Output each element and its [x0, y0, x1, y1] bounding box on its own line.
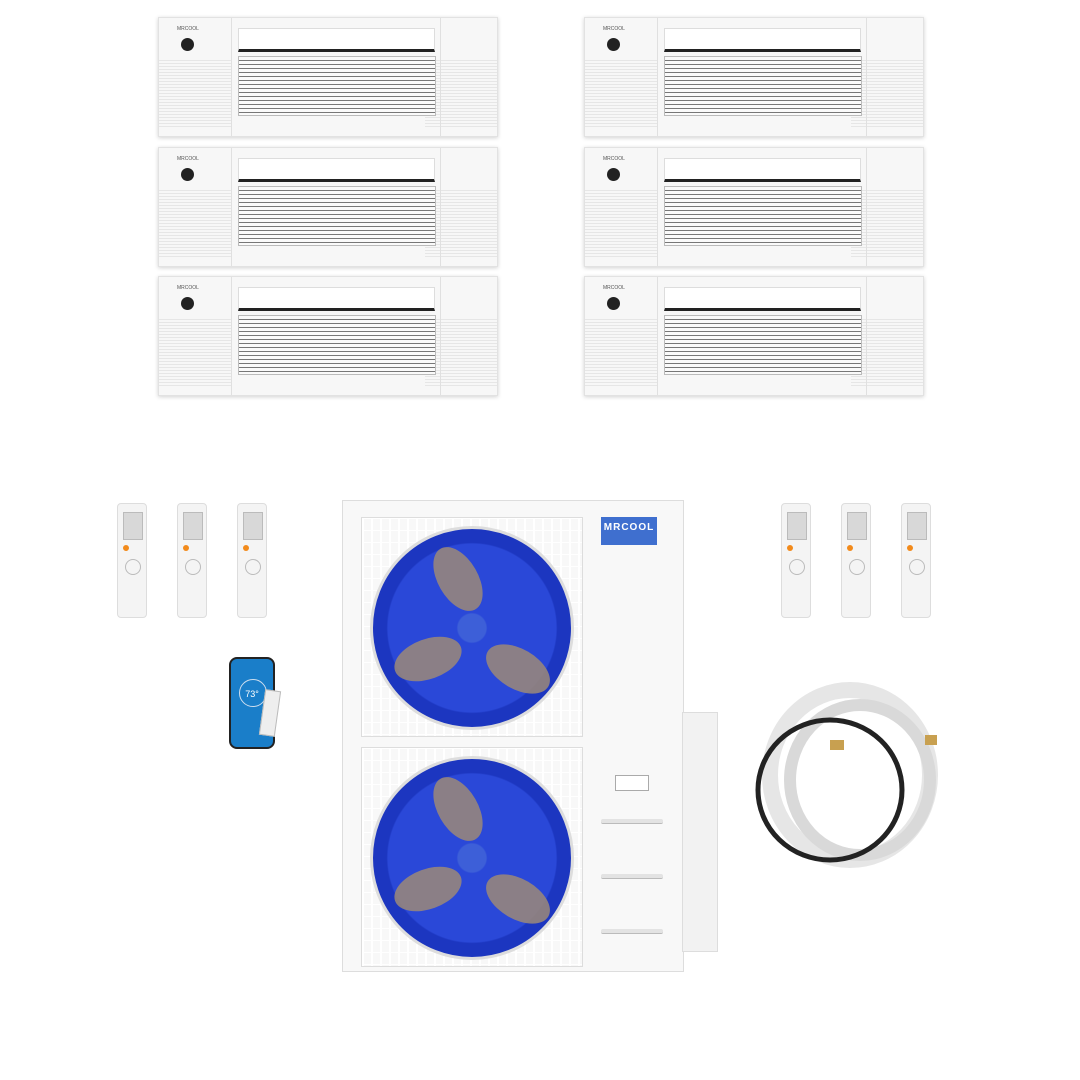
cassette-unit: MRCOOL: [584, 147, 924, 267]
remote-control: [177, 503, 207, 618]
remote-control: [781, 503, 811, 618]
remote-control: [237, 503, 267, 618]
handle: [615, 775, 649, 791]
vent-slot: [601, 819, 663, 824]
cassette-unit: MRCOOL: [158, 17, 498, 137]
remote-control: [841, 503, 871, 618]
line-set: [755, 682, 938, 868]
cassette-unit: MRCOOL: [158, 276, 498, 396]
remote-control: [901, 503, 931, 618]
fan-grille-bottom: [361, 747, 583, 967]
cassette-unit: MRCOOL: [158, 147, 498, 267]
phone-temperature: 73°: [245, 689, 259, 699]
flare-nut: [830, 740, 844, 750]
mrcool-logo: MRCOOL: [601, 517, 657, 545]
valve-cover: [682, 712, 718, 952]
fan-top: [370, 526, 574, 730]
cassette-unit: MRCOOL: [584, 17, 924, 137]
vent-slot: [601, 874, 663, 879]
vent-slot: [601, 929, 663, 934]
flare-nut: [925, 735, 937, 745]
outdoor-condenser-unit: MRCOOL: [342, 500, 684, 972]
fan-grille-top: [361, 517, 583, 737]
fan-bottom: [370, 756, 574, 960]
remote-control: [117, 503, 147, 618]
cassette-unit: MRCOOL: [584, 276, 924, 396]
